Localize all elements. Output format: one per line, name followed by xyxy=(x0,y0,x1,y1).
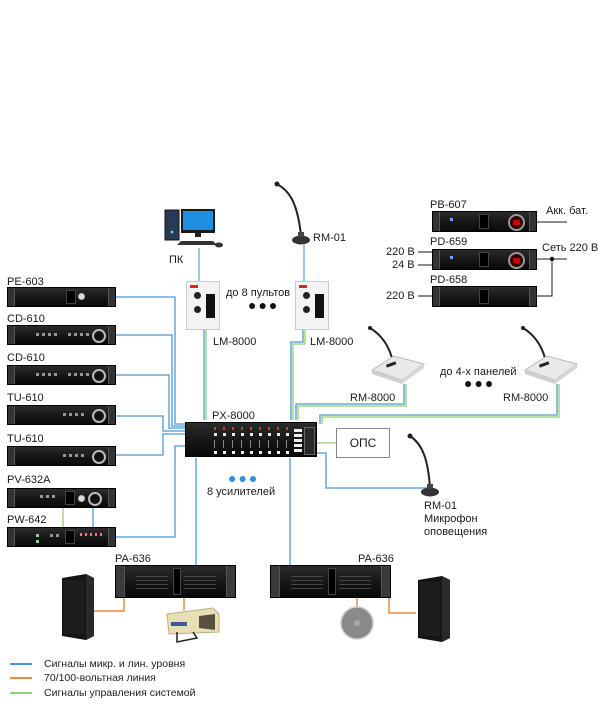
label-pd658: PD-658 xyxy=(430,274,468,286)
device-pa636-left[interactable] xyxy=(115,565,236,598)
paging-microphone-icon[interactable] xyxy=(400,432,444,498)
cabinet-speaker-left-icon xyxy=(62,574,94,640)
label-pd659-220v: 220 В xyxy=(386,246,415,258)
device-pd659[interactable] xyxy=(432,249,537,270)
remote-panel-rm8000-right-icon[interactable] xyxy=(519,326,583,384)
wall-panel-lm8000-left[interactable] xyxy=(186,281,220,330)
label-tu610-1: TU-610 xyxy=(7,392,44,404)
device-pd658[interactable] xyxy=(432,286,537,307)
line-rm8000-left-green xyxy=(297,384,407,420)
wall-panels-count-note: до 8 пультов xyxy=(226,287,291,299)
line-lm-right-green xyxy=(292,330,306,420)
junction-dot xyxy=(549,256,555,262)
gooseneck-microphone-icon[interactable] xyxy=(270,180,314,246)
wall-panels-ellipsis: ●●● xyxy=(248,297,280,313)
device-tu610-2[interactable] xyxy=(7,446,116,466)
legend-item-speaker-line: 70/100-вольтная линия xyxy=(10,671,156,685)
line-pw642 xyxy=(116,445,186,538)
device-pa636-right[interactable] xyxy=(270,565,391,598)
label-pe603: PE-603 xyxy=(7,276,44,288)
label-paging-mic-caption-2: оповещения xyxy=(424,526,488,538)
legend-item-signal: Сигналы микр. и лин. уровня xyxy=(10,657,185,671)
line-cd610b xyxy=(116,374,186,429)
label-pc: ПК xyxy=(169,254,184,266)
amplifiers-count-note: 8 усилителей xyxy=(207,486,276,498)
device-px8000[interactable] xyxy=(185,422,317,457)
device-pb607[interactable] xyxy=(432,211,537,232)
line-amp-right-speaker xyxy=(388,598,416,614)
label-battery: Акк. бат. xyxy=(546,205,588,217)
label-pa636-left: PA-636 xyxy=(115,553,151,565)
line-pe603 xyxy=(116,296,186,425)
label-paging-mic-caption-1: Микрофон xyxy=(424,513,478,525)
legend-swatch-signal xyxy=(10,663,32,665)
remote-panels-count-note: до 4-х панелей xyxy=(440,366,517,378)
legend-item-control: Сигналы управления системой xyxy=(10,686,196,700)
device-pe603[interactable] xyxy=(7,287,116,307)
label-ops: ОПС xyxy=(349,436,377,450)
legend-label-control: Сигналы управления системой xyxy=(44,687,196,699)
legend-swatch-control xyxy=(10,692,32,694)
label-pd659: PD-659 xyxy=(430,236,468,248)
device-cd610-2[interactable] xyxy=(7,365,116,385)
label-cd610-2: CD-610 xyxy=(7,352,45,364)
line-cd610a xyxy=(116,334,186,427)
remote-panels-ellipsis: ●●● xyxy=(464,375,496,391)
wall-panel-lm8000-right[interactable] xyxy=(295,281,329,330)
device-tu610-1[interactable] xyxy=(7,405,116,425)
label-mains-220v: Сеть 220 В xyxy=(542,242,599,254)
label-pw642: PW-642 xyxy=(7,514,47,526)
amplifiers-ellipsis: ●●● xyxy=(228,470,260,486)
line-rm8000-left-blue xyxy=(295,384,405,420)
ceiling-speaker-icon xyxy=(340,606,374,640)
label-cd610-1: CD-610 xyxy=(7,313,45,325)
cabinet-speaker-right-icon xyxy=(418,576,450,642)
device-pw642[interactable] xyxy=(7,527,116,547)
label-pd659-24v: 24 В xyxy=(392,259,415,271)
label-paging-mic-model: RM-01 xyxy=(424,500,458,512)
label-pd658-220v: 220 В xyxy=(386,290,415,302)
legend-label-signal: Сигналы микр. и лин. уровня xyxy=(44,658,186,670)
label-pa636-right: PA-636 xyxy=(358,553,394,565)
remote-panel-rm8000-left-icon[interactable] xyxy=(366,326,430,384)
line-amp-left-speaker xyxy=(93,598,125,612)
desktop-computer-icon[interactable] xyxy=(163,208,225,250)
line-lm-right-blue xyxy=(290,330,304,420)
line-pd658-mains xyxy=(537,259,553,297)
device-pv632a[interactable] xyxy=(7,488,116,508)
label-rm8000-right: RM-8000 xyxy=(503,392,549,404)
label-rm8000-left: RM-8000 xyxy=(350,392,396,404)
label-lm8000-left: LM-8000 xyxy=(213,336,257,348)
horn-speaker-icon xyxy=(166,607,220,643)
line-rm8000-right-green xyxy=(321,384,560,424)
label-pv632a: PV-632A xyxy=(7,474,51,486)
device-cd610-1[interactable] xyxy=(7,325,116,345)
line-tu610b xyxy=(116,433,186,456)
line-px-pagingmic xyxy=(316,452,428,489)
label-px8000: PX-8000 xyxy=(212,410,255,422)
label-pb607: PB-607 xyxy=(430,199,467,211)
line-tu610a xyxy=(116,415,186,432)
legend-label-speaker-line: 70/100-вольтная линия xyxy=(44,672,156,684)
label-tu610-2: TU-610 xyxy=(7,433,44,445)
label-lm8000-right: LM-8000 xyxy=(310,336,354,348)
label-rm01-top: RM-01 xyxy=(313,232,347,244)
legend-swatch-speaker-line xyxy=(10,677,32,679)
line-rm8000-right-blue xyxy=(319,384,558,424)
fire-alarm-box[interactable]: ОПС xyxy=(336,428,390,458)
